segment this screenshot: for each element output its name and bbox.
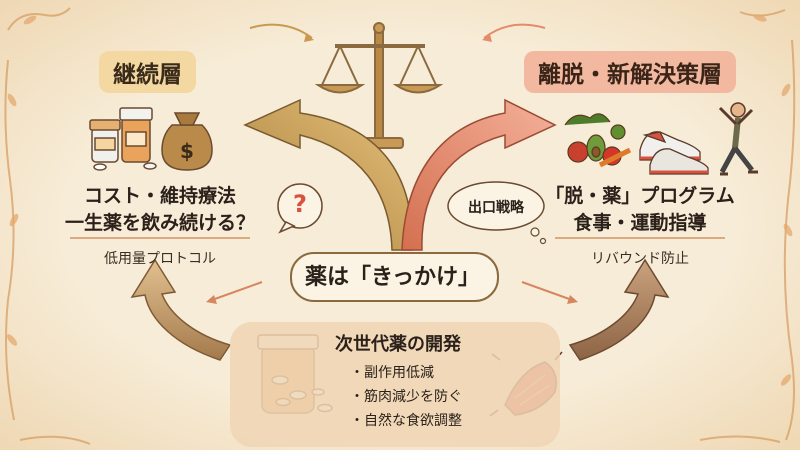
development-bullet-3: ・自然な食欲調整 — [350, 413, 462, 429]
exit-heading-2: 食事・運動指導 — [573, 212, 707, 234]
continue-layer-label: 継続層 — [99, 51, 196, 93]
exit-heading-1: 「脱・薬」プログラム — [545, 185, 735, 207]
stretching-person-icon — [718, 102, 758, 176]
top-left-arrow — [249, 23, 313, 39]
question-mark: ? — [293, 190, 307, 218]
leaf-decoration — [6, 14, 793, 386]
continue-heading-2: 一生薬を飲み続ける？ — [64, 212, 255, 234]
development-bullet-1: ・副作用低減 — [350, 365, 434, 381]
development-panel — [230, 322, 560, 447]
exit-layer-label: 離脱・新解決策層 — [524, 51, 736, 93]
lower-left-arrow — [130, 258, 232, 361]
lower-right-arrow — [568, 258, 670, 361]
center-to-left-arrow — [211, 281, 263, 301]
center-to-right-arrow — [521, 281, 573, 301]
corner-vine-decoration — [4, 7, 796, 445]
pill-bottles-icon — [89, 107, 157, 171]
continue-arrow — [243, 98, 413, 251]
exit-strategy-text: 出口戦略 — [468, 200, 524, 216]
development-bullet-2: ・筋肉減少を防ぐ — [350, 389, 462, 405]
trigger-pill — [290, 252, 499, 302]
development-title: 次世代薬の開発 — [335, 334, 461, 355]
exit-subtext: リバウンド防止 — [591, 251, 689, 267]
question-bubble — [277, 183, 323, 234]
top-right-arrow — [483, 23, 546, 39]
continue-subtext: 低用量プロトコル — [104, 251, 216, 267]
trigger-text: 薬は「きっかけ」 — [304, 265, 481, 290]
continue-heading-1: コスト・維持療法 — [83, 185, 236, 207]
exit-arrow — [401, 98, 557, 251]
svg-text:$: $ — [180, 139, 194, 163]
sneakers-icon — [639, 131, 709, 175]
money-bag-icon: $ — [161, 112, 213, 171]
exit-strategy-bubble — [447, 181, 547, 245]
vegetables-icon — [564, 113, 632, 168]
